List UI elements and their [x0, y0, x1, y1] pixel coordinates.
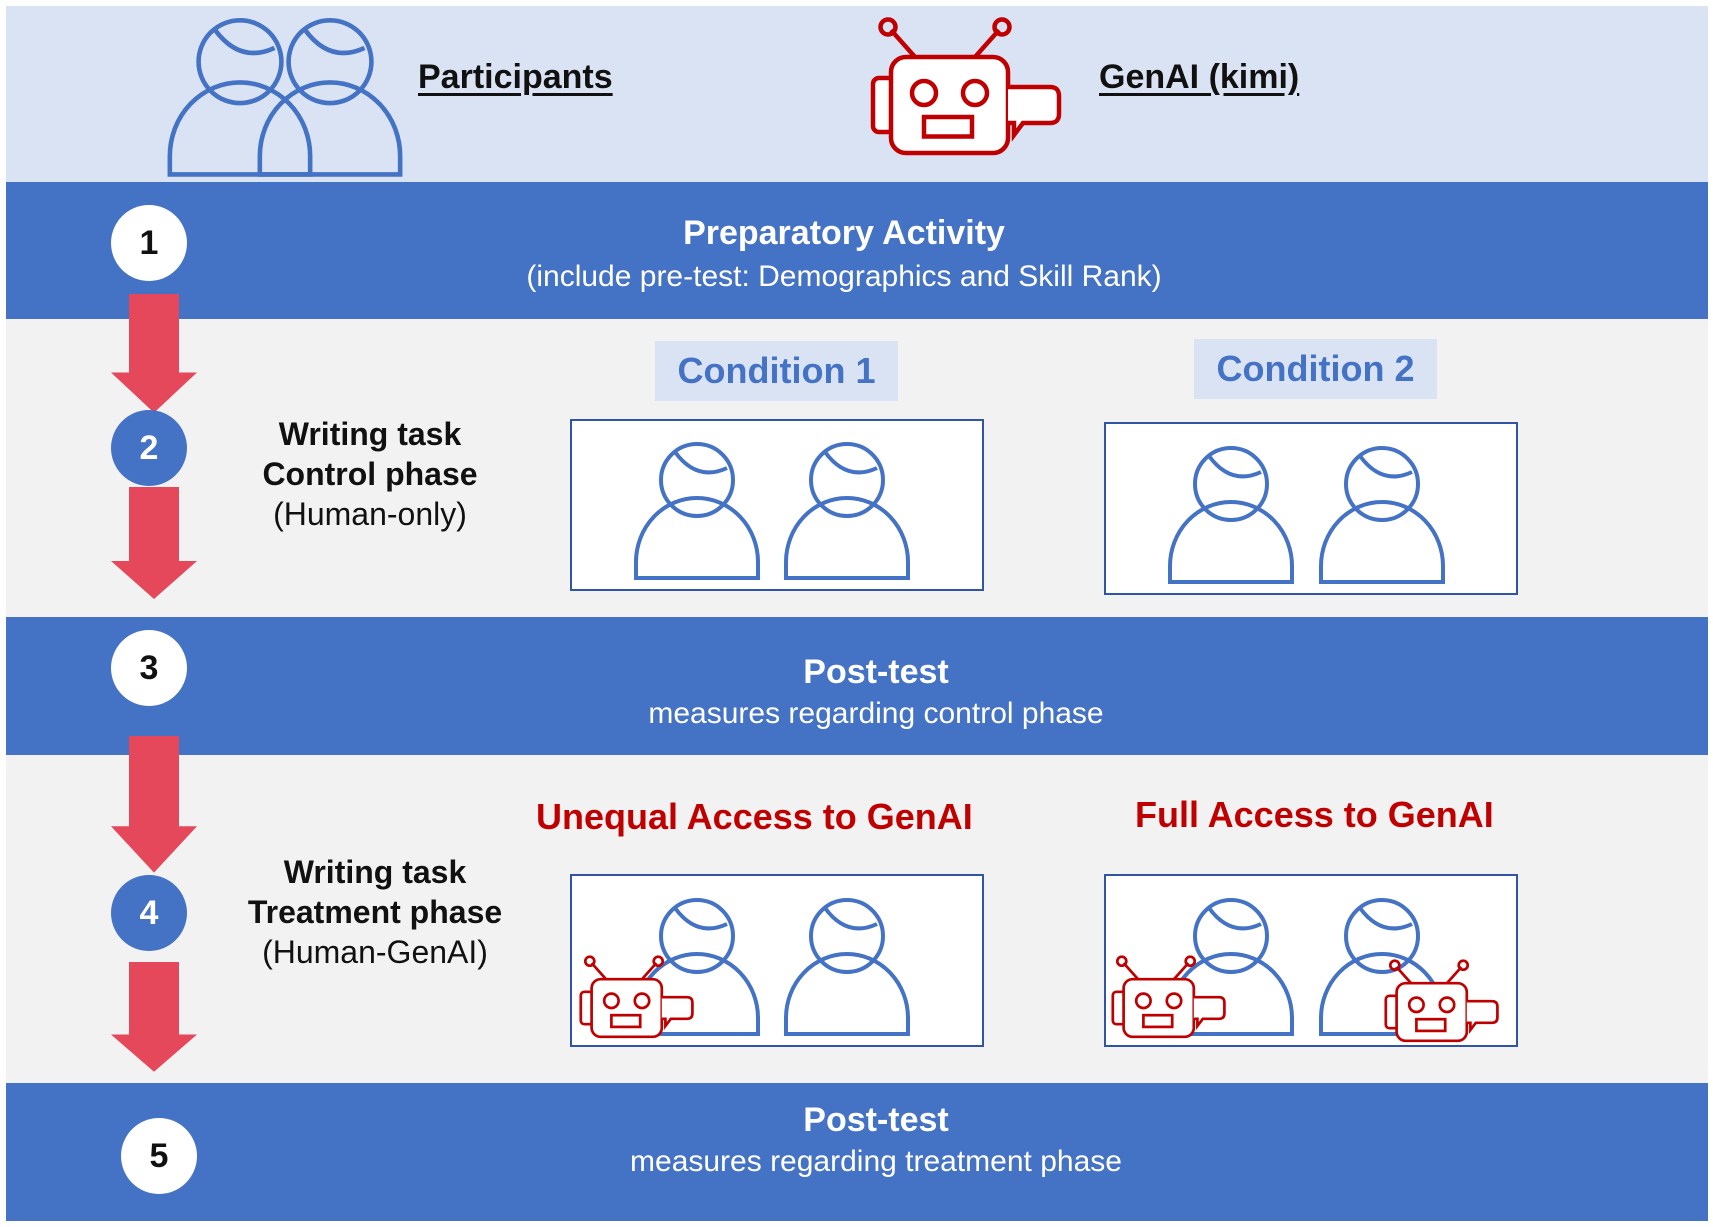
treatment-phase-line3: (Human-GenAI)	[262, 934, 488, 970]
down-arrow-icon-2	[111, 487, 197, 599]
step-1-subtitle: (include pre-test: Demographics and Skil…	[526, 260, 1162, 293]
treatment-phase-line2: Treatment phase	[247, 894, 503, 930]
full-access-people	[1111, 898, 1499, 1043]
condition-1-people	[634, 442, 910, 580]
step-2-circle: 2	[111, 410, 187, 486]
participants-legend-icon	[170, 20, 400, 174]
step-3-circle: 3	[111, 630, 187, 706]
control-phase-text: Writing task Control phase (Human-only)	[220, 414, 520, 534]
condition-1-box	[570, 419, 984, 591]
full-access-label: Full Access to GenAI	[1135, 794, 1494, 835]
step-5-subtitle: measures regarding treatment phase	[630, 1145, 1122, 1178]
treatment-phase-text: Writing task Treatment phase (Human-GenA…	[225, 852, 525, 972]
unequal-access-label: Unequal Access to GenAI	[536, 796, 973, 837]
condition-1-label: Condition 1	[655, 341, 898, 401]
step-3-subtitle: measures regarding control phase	[648, 697, 1104, 730]
condition-2-box	[1104, 422, 1518, 595]
step-1-circle: 1	[111, 205, 187, 281]
control-phase-line2: Control phase	[262, 456, 478, 492]
down-arrow-icon-4	[111, 962, 197, 1072]
step-3-title: Post-test	[803, 653, 949, 691]
step-1-band: Preparatory Activity (include pre-test: …	[6, 182, 1708, 319]
step-1-title: Preparatory Activity	[683, 214, 1005, 252]
genai-legend-icon	[873, 20, 1059, 154]
treatment-phase-line1: Writing task	[283, 854, 467, 890]
down-arrow-icon-3	[111, 736, 197, 873]
step-5-circle: 5	[121, 1118, 197, 1194]
step-5-band: Post-test measures regarding treatment p…	[6, 1083, 1708, 1221]
unequal-access-people	[579, 898, 910, 1039]
step-3-band: Post-test measures regarding control pha…	[6, 617, 1708, 755]
condition-2-label: Condition 2	[1194, 339, 1437, 399]
participants-label: Participants	[418, 58, 613, 96]
step-5-title: Post-test	[803, 1101, 949, 1139]
condition-2-people	[1168, 446, 1445, 584]
control-phase-line1: Writing task	[278, 416, 462, 452]
control-phase-line3: (Human-only)	[273, 496, 467, 532]
down-arrow-icon-1	[111, 294, 197, 413]
step-4-circle: 4	[111, 875, 187, 951]
genai-label: GenAI (kimi)	[1099, 58, 1300, 96]
